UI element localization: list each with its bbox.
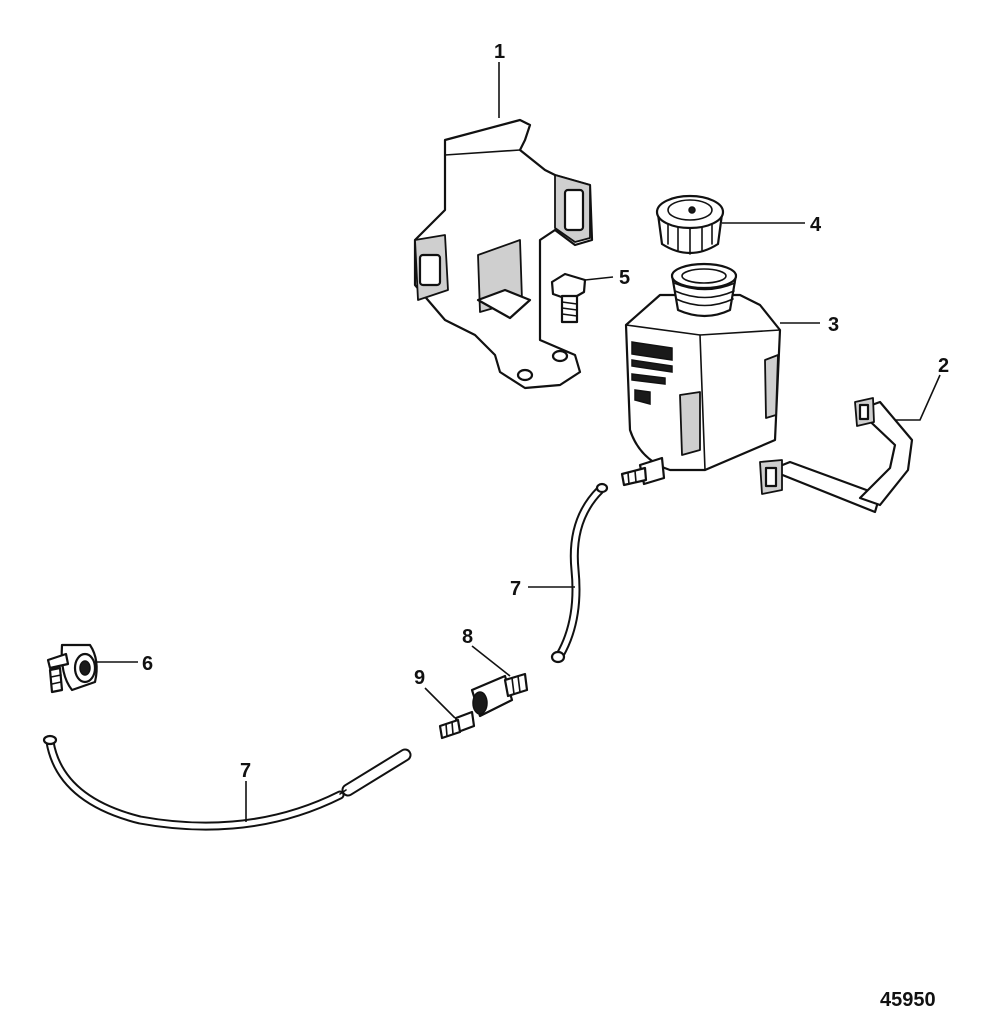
callout-1: 1 bbox=[494, 41, 505, 63]
filler-cap bbox=[655, 194, 725, 255]
callout-7-lower: 7 bbox=[240, 760, 251, 782]
mounting-bracket bbox=[413, 118, 594, 390]
leader-9 bbox=[424, 687, 456, 719]
quick-connector bbox=[470, 672, 529, 718]
coolant-reservoir-tank bbox=[620, 262, 782, 487]
leader-5 bbox=[584, 276, 614, 281]
callout-3: 3 bbox=[828, 314, 839, 336]
bolt bbox=[550, 272, 587, 324]
callout-9: 9 bbox=[414, 667, 425, 689]
long-hose bbox=[42, 734, 412, 831]
elbow-fitting bbox=[46, 643, 98, 694]
callout-2: 2 bbox=[938, 355, 949, 377]
callout-7-upper: 7 bbox=[510, 578, 521, 600]
figure-number: 45950 bbox=[880, 989, 936, 1011]
short-hose bbox=[550, 482, 609, 664]
leader-8 bbox=[471, 645, 511, 677]
callout-5: 5 bbox=[619, 267, 630, 289]
leader-2 bbox=[895, 374, 941, 421]
callout-6: 6 bbox=[142, 653, 153, 675]
callout-4: 4 bbox=[810, 214, 822, 236]
callout-8: 8 bbox=[462, 626, 473, 648]
tank-strap bbox=[759, 397, 914, 514]
barb-fitting bbox=[438, 710, 476, 740]
